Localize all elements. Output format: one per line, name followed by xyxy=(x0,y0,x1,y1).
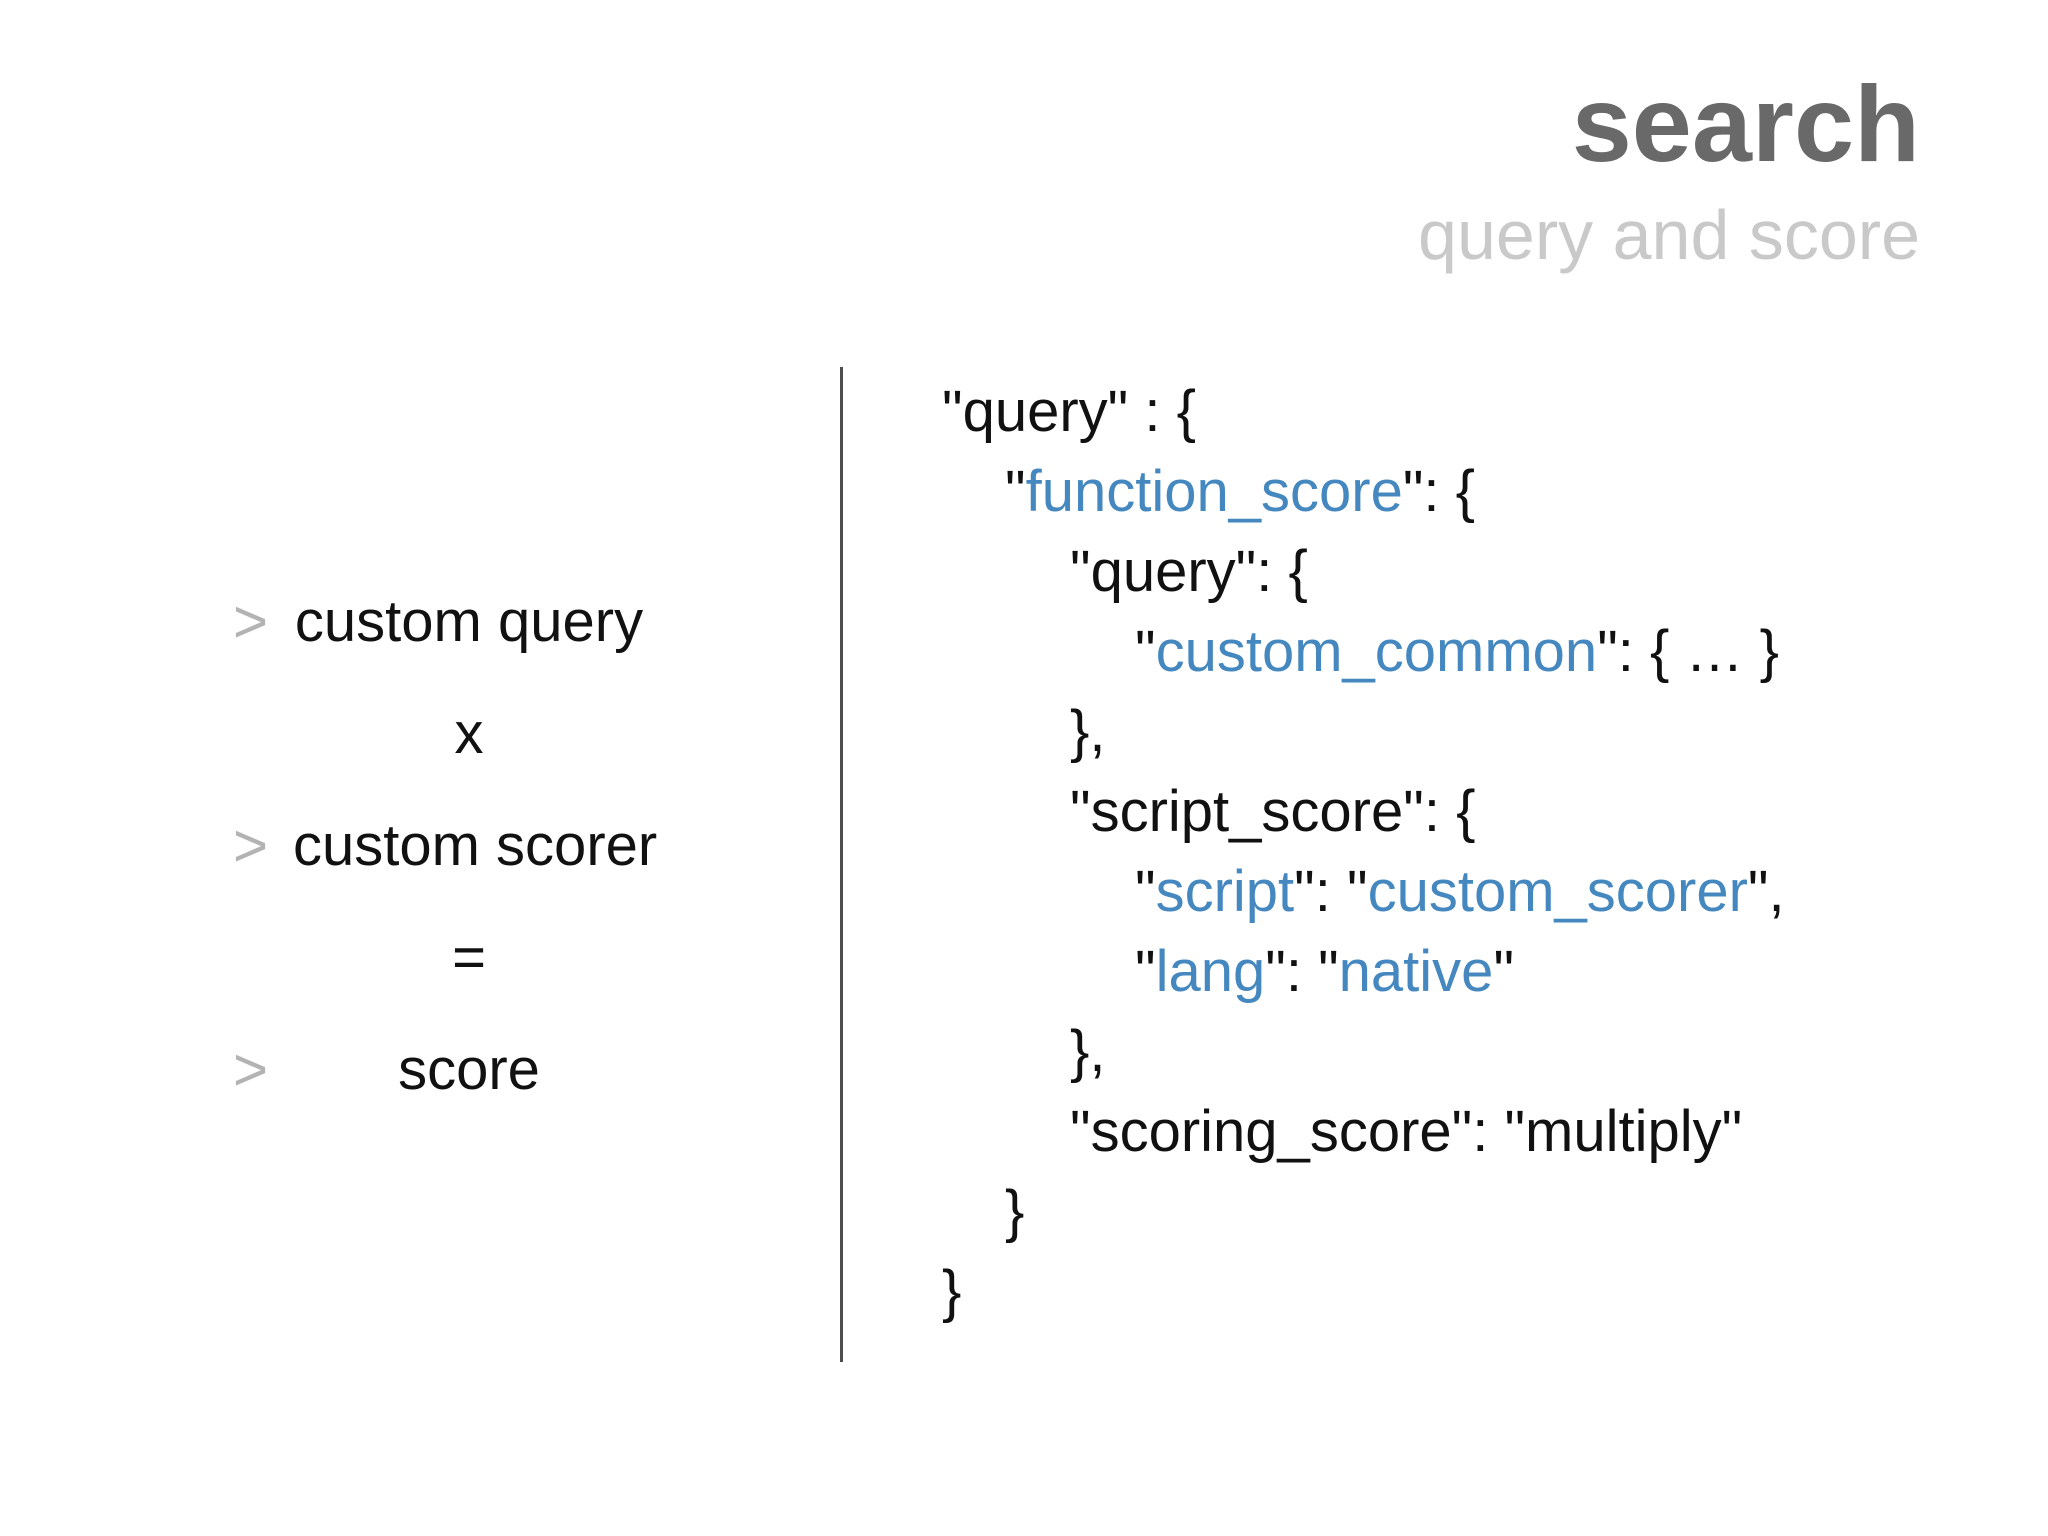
code-line: "scoring_score": "multiply" xyxy=(942,1092,1992,1172)
page-subtitle: query and score xyxy=(1418,196,1920,274)
code-text: } xyxy=(942,1259,962,1324)
concept-list: > custom query >x > custom scorer >= > score xyxy=(233,566,658,1126)
code-text: " xyxy=(1005,459,1026,524)
code-text: " xyxy=(1493,939,1515,1004)
code-line: "script_score": { xyxy=(942,772,1992,852)
list-item-label: = xyxy=(452,925,486,990)
code-text: }, xyxy=(1070,1019,1106,1084)
list-item: >x xyxy=(233,678,653,790)
code-line: "script": "custom_scorer", xyxy=(942,852,1992,932)
code-text: " xyxy=(1135,859,1156,924)
code-line: } xyxy=(942,1252,1992,1332)
code-text: "query": { xyxy=(1070,539,1308,604)
code-line: }, xyxy=(942,1012,1992,1092)
code-panel: "query" : {"function_score": {"query": {… xyxy=(942,372,1992,1332)
code-text: ", xyxy=(1747,859,1785,924)
list-item: >= xyxy=(233,902,653,1014)
code-text: }, xyxy=(1070,699,1106,764)
code-line: "function_score": { xyxy=(942,452,1992,532)
code-text: ": { xyxy=(1402,459,1476,524)
code-line: }, xyxy=(942,692,1992,772)
code-text: "script_score": { xyxy=(1070,779,1476,844)
code-text: " xyxy=(1135,939,1156,1004)
code-keyword: custom_scorer xyxy=(1367,859,1748,924)
code-line: "query" : { xyxy=(942,372,1992,452)
list-item: > custom scorer xyxy=(233,790,658,902)
list-item-label: custom query xyxy=(294,589,644,654)
code-text: "scoring_score": "multiply" xyxy=(1070,1099,1743,1164)
page-title: search xyxy=(1571,63,1920,184)
code-text: ": " xyxy=(1294,859,1368,924)
code-text: ": " xyxy=(1265,939,1339,1004)
code-keyword: custom_common xyxy=(1155,619,1598,684)
code-line: "custom_common": { … } xyxy=(942,612,1992,692)
chevron-bullet-icon: > xyxy=(233,588,269,655)
code-line: } xyxy=(942,1172,1992,1252)
code-text: "query" : { xyxy=(942,379,1196,444)
list-item-label: x xyxy=(454,701,484,766)
list-item-label: custom scorer xyxy=(293,813,658,878)
vertical-divider xyxy=(840,367,843,1362)
slide-header: search query and score xyxy=(1418,63,1920,274)
list-item: > score xyxy=(233,1014,653,1126)
code-text: } xyxy=(1005,1179,1025,1244)
code-line: "query": { xyxy=(942,532,1992,612)
code-keyword: script xyxy=(1155,859,1295,924)
list-item-label: score xyxy=(398,1037,540,1102)
code-line: "lang": "native" xyxy=(942,932,1992,1012)
code-keyword: lang xyxy=(1155,939,1266,1004)
code-text: ": { … } xyxy=(1597,619,1779,684)
code-keyword: function_score xyxy=(1025,459,1403,524)
code-keyword: native xyxy=(1338,939,1494,1004)
list-item: > custom query xyxy=(233,566,653,678)
code-text: " xyxy=(1135,619,1156,684)
chevron-bullet-icon: > xyxy=(233,812,269,879)
chevron-bullet-icon: > xyxy=(233,1036,269,1103)
